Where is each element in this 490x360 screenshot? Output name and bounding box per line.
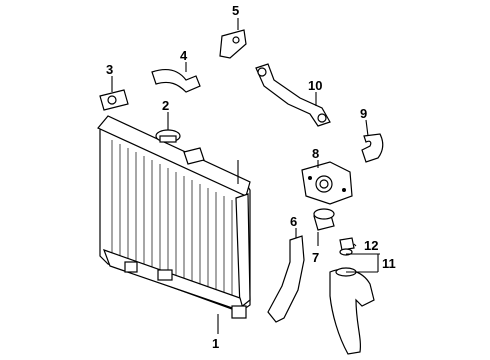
callout-2: 2 [162, 98, 169, 113]
callout-labels: 5 4 3 2 10 9 8 6 7 12 11 1 [106, 3, 396, 351]
bypass-hose [361, 133, 384, 163]
callout-7: 7 [312, 250, 319, 265]
lower-hose [267, 235, 305, 323]
callout-11: 11 [382, 256, 396, 271]
callout-6: 6 [290, 214, 297, 229]
radiator-cap [155, 129, 181, 143]
leader-lines [111, 18, 380, 334]
reservoir-tank [329, 267, 375, 355]
callout-12: 12 [364, 238, 378, 253]
reservoir-cap [339, 237, 355, 256]
callout-9: 9 [360, 106, 367, 121]
callout-3: 3 [106, 62, 113, 77]
radiator [97, 115, 251, 319]
thermostat-housing [313, 208, 335, 231]
water-outlet [301, 161, 353, 205]
callout-10: 10 [308, 78, 322, 93]
callout-1: 1 [212, 336, 219, 351]
callout-5: 5 [232, 3, 239, 18]
callout-4: 4 [180, 48, 188, 63]
upper-hose [151, 68, 201, 93]
bracket [99, 89, 129, 111]
water-pipe [255, 63, 331, 127]
mount-bracket [219, 29, 247, 59]
callout-8: 8 [312, 146, 319, 161]
